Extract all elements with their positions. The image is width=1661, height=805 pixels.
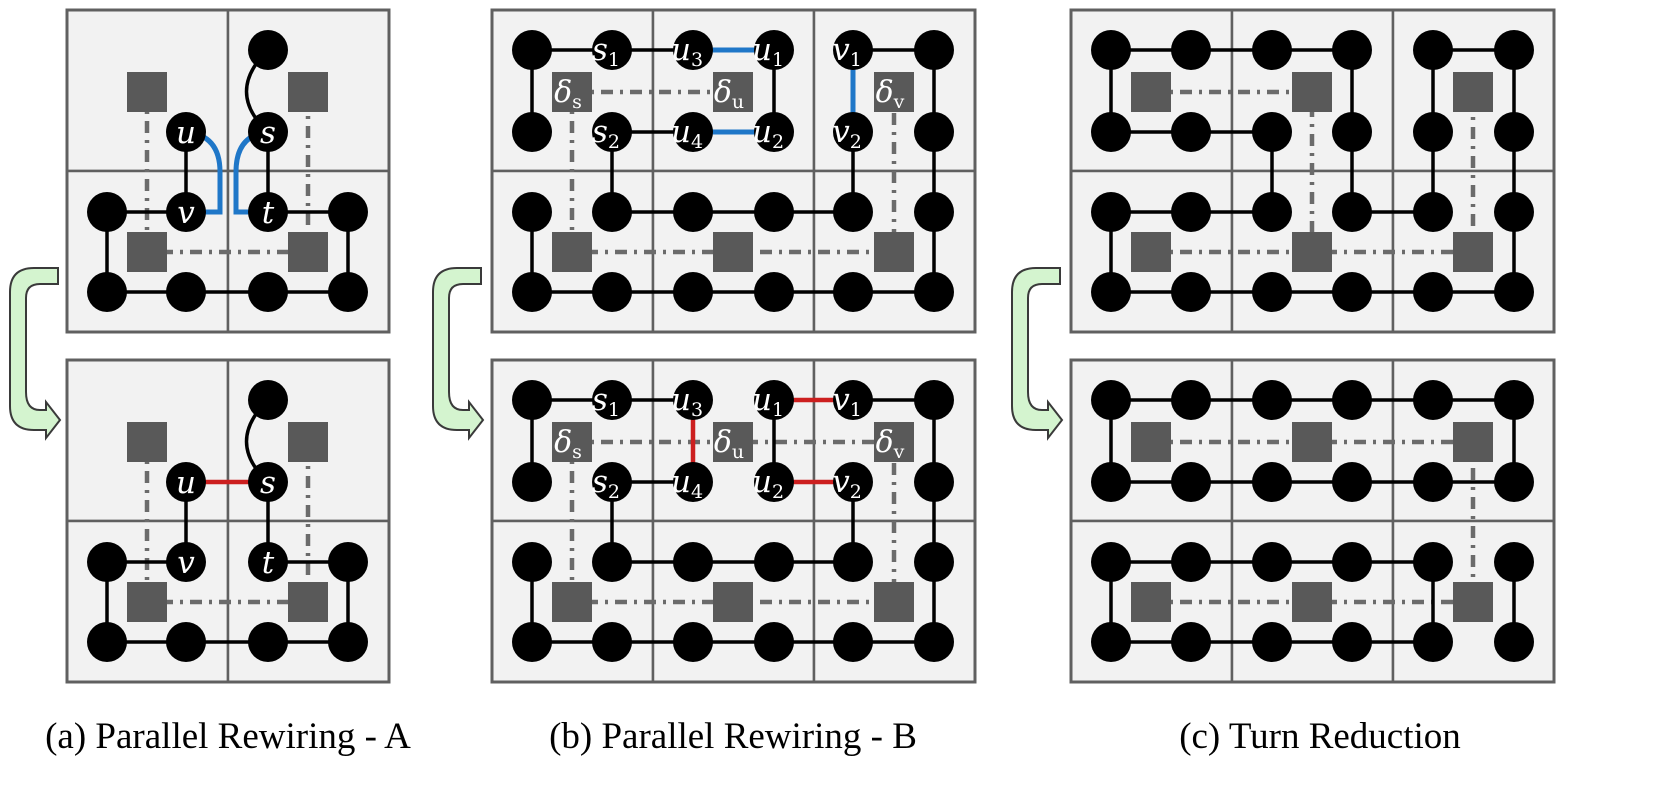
supernode-square bbox=[288, 72, 328, 112]
node-label-u: u bbox=[176, 115, 196, 151]
node-label-v1: v1 bbox=[832, 32, 862, 71]
panel-b-bottom: s1 u3 u1 v1 s2 u4 u2 v2 δs δu δv bbox=[490, 358, 977, 684]
supernode-square bbox=[127, 232, 167, 272]
svg-text:δs: δs bbox=[554, 425, 582, 463]
supernode-square bbox=[127, 72, 167, 112]
svg-text:u4: u4 bbox=[671, 464, 703, 503]
svg-text:δu: δu bbox=[714, 425, 744, 463]
node-label-t: t bbox=[262, 195, 275, 231]
node-label-u2: u2 bbox=[752, 114, 784, 153]
supernode-label-ds: δs bbox=[554, 75, 582, 113]
supernode-square bbox=[288, 232, 328, 272]
node-label-s1: s1 bbox=[592, 32, 620, 71]
svg-text:u1: u1 bbox=[752, 382, 784, 421]
node-label-s: s bbox=[260, 465, 276, 501]
node-label-v2: v2 bbox=[832, 114, 862, 153]
svg-text:v2: v2 bbox=[832, 464, 862, 503]
transition-arrow-icon bbox=[9, 267, 62, 441]
node-label-u: u bbox=[176, 465, 196, 501]
panel-c-bottom bbox=[1069, 358, 1556, 684]
svg-text:δv: δv bbox=[876, 425, 905, 463]
node-label-s2: s2 bbox=[592, 114, 620, 153]
transition-arrow-icon bbox=[432, 267, 485, 441]
node-label-u1: u1 bbox=[752, 32, 784, 71]
panel-c-top bbox=[1069, 8, 1556, 334]
panel-a-bottom: u s v t bbox=[65, 358, 391, 684]
supernode-label-dv: δv bbox=[876, 75, 905, 113]
node-label-u3: u3 bbox=[671, 32, 703, 71]
transition-arrow-icon bbox=[1011, 267, 1064, 441]
node-label-v: v bbox=[177, 195, 195, 231]
panel-b-top: s1 u3 u1 v1 s2 u4 u2 v2 δs δu δv bbox=[490, 8, 977, 334]
panel-a-top: u s v t bbox=[65, 8, 391, 334]
node-label-v: v bbox=[177, 545, 195, 581]
svg-text:s1: s1 bbox=[592, 382, 620, 421]
node-label-u4: u4 bbox=[671, 114, 703, 153]
caption-a: (a) Parallel Rewiring - A bbox=[45, 716, 411, 757]
svg-text:u2: u2 bbox=[752, 464, 784, 503]
supernode-label-du: δu bbox=[714, 75, 744, 113]
node-label-t: t bbox=[262, 545, 275, 581]
svg-text:s2: s2 bbox=[592, 464, 620, 503]
caption-b: (b) Parallel Rewiring - B bbox=[549, 716, 917, 757]
svg-text:u3: u3 bbox=[671, 382, 703, 421]
svg-text:v1: v1 bbox=[832, 382, 862, 421]
caption-c: (c) Turn Reduction bbox=[1179, 716, 1461, 757]
node-label-s: s bbox=[260, 115, 276, 151]
